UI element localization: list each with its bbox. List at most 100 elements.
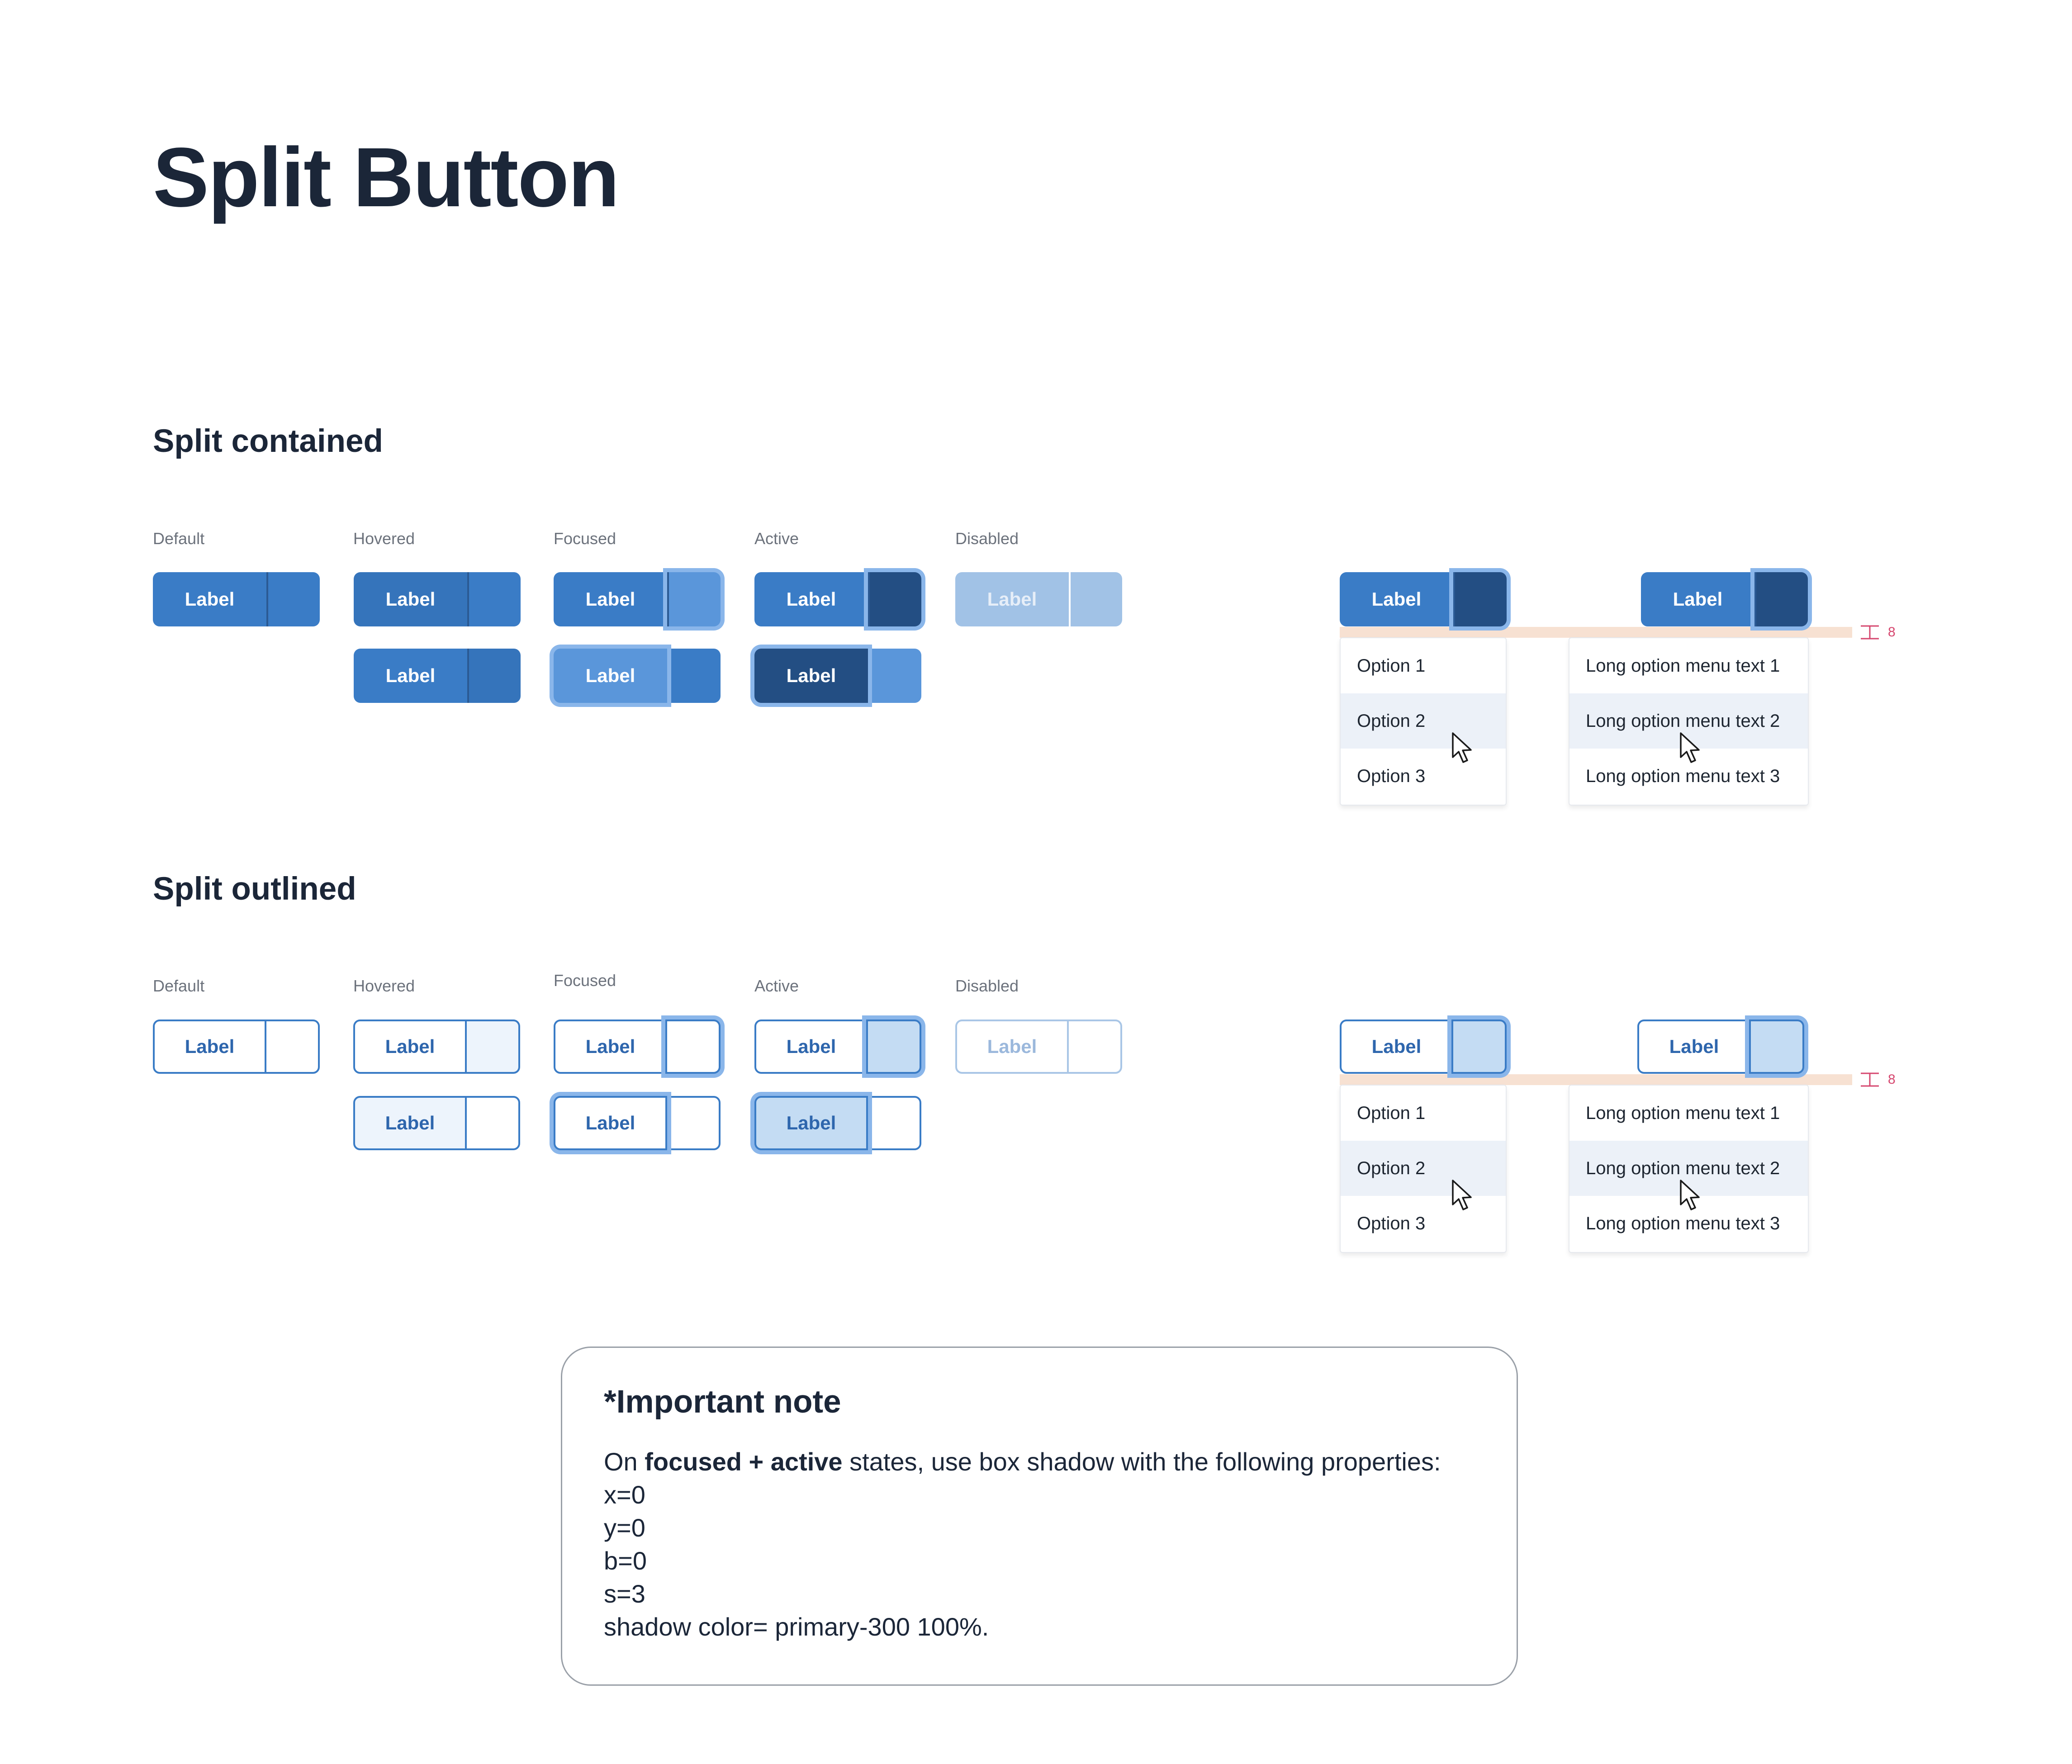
split-main-button[interactable]: Label: [353, 1020, 467, 1074]
chevron-down-icon: [482, 1041, 503, 1053]
split-dropdown-button[interactable]: [667, 649, 721, 703]
state-label-active: Active: [754, 977, 799, 995]
split-button-contained-hovered-dropdown: Label: [354, 649, 521, 703]
split-dropdown-button[interactable]: [1453, 572, 1507, 626]
split-button-contained-disabled: Label: [955, 572, 1122, 626]
important-note-card: *Important note On focused + active stat…: [561, 1347, 1518, 1686]
section-title-contained: Split contained: [153, 423, 383, 459]
split-dropdown-button[interactable]: [868, 572, 921, 626]
menu-item[interactable]: Long option menu text 2: [1569, 1141, 1808, 1196]
state-label-disabled: Disabled: [955, 529, 1019, 548]
split-dropdown-button[interactable]: [667, 572, 721, 626]
split-main-button[interactable]: Label: [754, 649, 868, 703]
spacing-value: 8: [1888, 625, 1896, 640]
split-button-outlined-active-dropdown: Label: [754, 1020, 921, 1074]
split-button-contained-default: Label: [153, 572, 320, 626]
state-label-default: Default: [153, 977, 205, 995]
spacing-measure-icon: [1859, 624, 1881, 643]
note-title: *Important note: [604, 1384, 841, 1420]
split-dropdown-button[interactable]: [266, 572, 320, 626]
dropdown-menu-short: Option 1 Option 2 Option 3: [1340, 637, 1507, 806]
menu-item[interactable]: Option 2: [1341, 693, 1506, 749]
chevron-down-icon: [484, 593, 505, 605]
chevron-down-icon: [482, 1117, 503, 1129]
split-button-outlined-focused-main: Label: [554, 1096, 721, 1150]
note-prop: x=0: [604, 1480, 645, 1509]
split-dropdown-button[interactable]: [1754, 572, 1808, 626]
split-dropdown-button[interactable]: [665, 1020, 721, 1074]
split-button-contained-active-main: Label: [754, 649, 921, 703]
split-button-outlined-active-main: Label: [754, 1096, 921, 1150]
split-dropdown-button[interactable]: [467, 572, 521, 626]
split-dropdown-button[interactable]: [866, 1096, 921, 1150]
chevron-down-icon: [484, 670, 505, 682]
split-main-button[interactable]: Label: [1641, 572, 1754, 626]
split-dropdown-button: [1067, 1020, 1122, 1074]
split-dropdown-button[interactable]: [467, 649, 521, 703]
split-dropdown-button[interactable]: [265, 1020, 320, 1074]
split-main-button[interactable]: Label: [754, 1096, 868, 1150]
split-button-outlined-open-long: Label: [1637, 1020, 1804, 1074]
menu-item[interactable]: Long option menu text 1: [1586, 1103, 1780, 1123]
split-dropdown-button[interactable]: [465, 1020, 520, 1074]
state-label-focused: Focused: [554, 529, 616, 548]
split-main-button[interactable]: Label: [554, 1096, 667, 1150]
split-main-button[interactable]: Label: [554, 572, 667, 626]
menu-item[interactable]: Option 3: [1357, 766, 1426, 786]
note-prop: shadow color= primary-300 100%.: [604, 1612, 989, 1641]
menu-item[interactable]: Long option menu text 3: [1586, 1213, 1780, 1233]
chevron-down-icon: [883, 1117, 904, 1129]
spacing-indicator: [1340, 627, 1852, 638]
menu-item[interactable]: Option 1: [1357, 655, 1426, 676]
dropdown-menu-long: Long option menu text 1 Long option menu…: [1569, 1085, 1809, 1253]
split-button-outlined-default: Label: [153, 1020, 320, 1074]
split-dropdown-button[interactable]: [1749, 1020, 1804, 1074]
split-dropdown-button[interactable]: [465, 1096, 520, 1150]
split-main-button: Label: [955, 1020, 1069, 1074]
chevron-down-icon: [284, 593, 304, 605]
state-label-active: Active: [754, 529, 799, 548]
menu-item[interactable]: Long option menu text 1: [1586, 655, 1780, 676]
menu-item[interactable]: Long option menu text 2: [1569, 693, 1808, 749]
split-main-button[interactable]: Label: [153, 1020, 266, 1074]
split-dropdown-button[interactable]: [665, 1096, 721, 1150]
split-main-button[interactable]: Label: [554, 1020, 667, 1074]
mouse-pointer-icon: [1451, 1179, 1474, 1212]
split-button-contained-open-short: Label: [1340, 572, 1507, 626]
split-main-button[interactable]: Label: [754, 572, 868, 626]
split-main-button[interactable]: Label: [554, 649, 667, 703]
split-dropdown-button[interactable]: [866, 1020, 921, 1074]
menu-item[interactable]: Long option menu text 3: [1586, 766, 1780, 786]
menu-item[interactable]: Option 3: [1357, 1213, 1426, 1233]
mouse-pointer-icon: [1679, 1179, 1702, 1212]
chevron-down-icon: [1772, 593, 1792, 605]
split-main-button[interactable]: Label: [1637, 1020, 1751, 1074]
split-dropdown-button[interactable]: [1451, 1020, 1507, 1074]
split-main-button[interactable]: Label: [354, 649, 467, 703]
note-text: On: [604, 1447, 645, 1476]
split-main-button[interactable]: Label: [754, 1020, 868, 1074]
state-label-hovered: Hovered: [353, 529, 415, 548]
note-line: On focused + active states, use box shad…: [604, 1445, 1475, 1478]
split-main-button[interactable]: Label: [353, 1096, 467, 1150]
split-main-button[interactable]: Label: [1340, 1020, 1453, 1074]
chevron-down-icon: [1084, 1041, 1105, 1053]
split-button-contained-active-dropdown: Label: [754, 572, 921, 626]
split-dropdown-button: [1069, 572, 1122, 626]
note-bold-text: focused + active: [645, 1447, 843, 1476]
split-main-button[interactable]: Label: [354, 572, 467, 626]
split-button-contained-hovered-main: Label: [354, 572, 521, 626]
split-dropdown-button[interactable]: [868, 649, 921, 703]
split-main-button[interactable]: Label: [1340, 572, 1453, 626]
spacing-indicator: [1340, 1074, 1852, 1085]
menu-item[interactable]: Option 1: [1357, 1103, 1426, 1123]
chevron-down-icon: [282, 1041, 303, 1053]
split-button-contained-open-long: Label: [1641, 572, 1808, 626]
chevron-down-icon: [1470, 593, 1491, 605]
chevron-down-icon: [684, 670, 705, 682]
chevron-down-icon: [1086, 593, 1107, 605]
menu-item[interactable]: Option 2: [1341, 1141, 1506, 1196]
split-button-outlined-hovered-main: Label: [353, 1096, 520, 1150]
split-main-button[interactable]: Label: [153, 572, 266, 626]
split-main-button: Label: [955, 572, 1069, 626]
